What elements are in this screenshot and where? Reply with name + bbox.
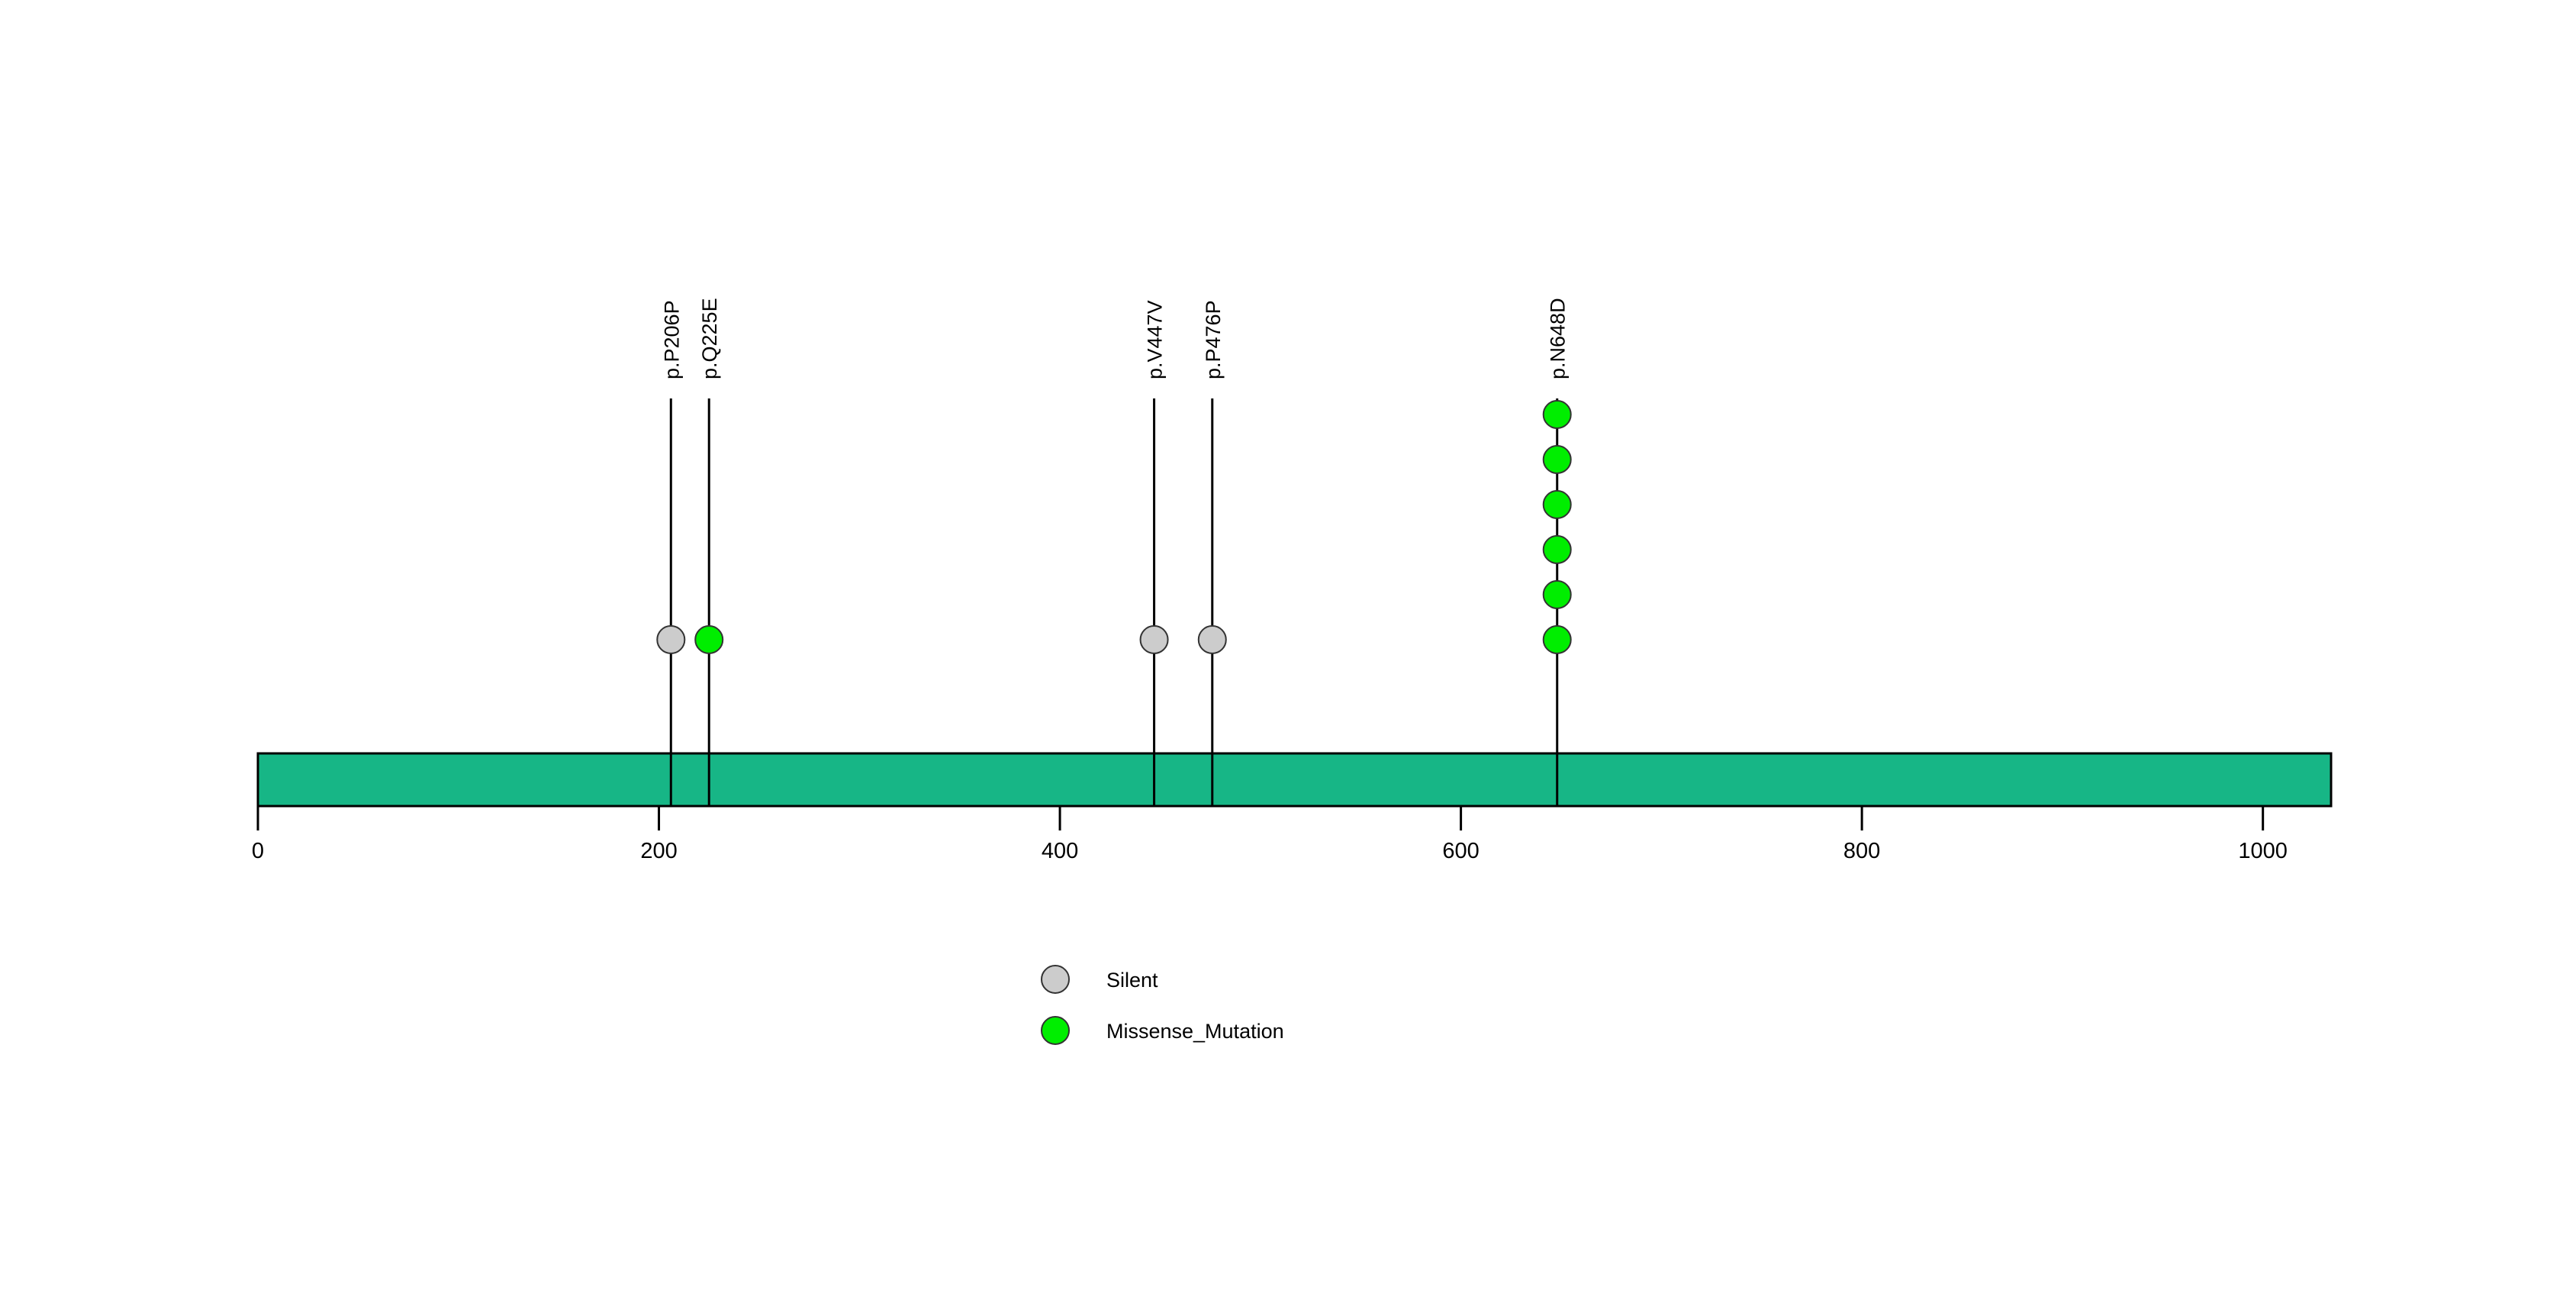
axis-tick-label: 400 <box>1042 839 1078 863</box>
axis-tick-label: 1000 <box>2238 839 2288 863</box>
mutation-label: p.Q225E <box>698 298 721 379</box>
mutation-lollipop[interactable]: p.Q225E <box>694 298 724 806</box>
axis-tick-label: 600 <box>1442 839 1479 863</box>
mutation-lollipop[interactable]: p.P206P <box>656 300 686 806</box>
protein-backbone <box>256 752 2333 808</box>
mutation-marker[interactable] <box>1542 445 1572 474</box>
mutation-label: p.N648D <box>1547 298 1570 379</box>
mutation-marker[interactable] <box>1542 580 1572 609</box>
protein-bar <box>256 752 2333 808</box>
legend-label: Missense_Mutation <box>1106 1020 1284 1043</box>
axis-tick-label: 200 <box>640 839 677 863</box>
mutation-marker[interactable] <box>1542 400 1572 429</box>
mutation-lollipop[interactable]: p.P476P <box>1197 300 1227 806</box>
axis-tick-label: 0 <box>252 839 264 863</box>
legend-swatch <box>1041 1016 1070 1045</box>
mutation-marker[interactable] <box>1197 625 1227 654</box>
axis-tick-label: 800 <box>1843 839 1880 863</box>
mutation-label: p.P206P <box>660 300 683 379</box>
legend-item[interactable]: Missense_Mutation <box>1041 1016 1284 1045</box>
mutation-marker[interactable] <box>694 625 724 654</box>
legend-label: Silent <box>1106 969 1158 992</box>
mutation-marker[interactable] <box>1542 490 1572 519</box>
mutation-label: p.V447V <box>1144 300 1167 379</box>
mutation-marker[interactable] <box>1139 625 1169 654</box>
mutation-marker[interactable] <box>656 625 686 654</box>
mutation-lollipops: p.P206P p.Q225E p.V447V p.P476P p.N648D <box>656 298 1572 806</box>
mutation-label: p.P476P <box>1202 300 1225 379</box>
mutation-lollipop[interactable]: p.V447V <box>1139 300 1169 806</box>
mutation-marker[interactable] <box>1542 535 1572 564</box>
mutation-lollipop[interactable]: p.N648D <box>1542 298 1572 806</box>
legend-item[interactable]: Silent <box>1041 965 1158 994</box>
mutation-marker[interactable] <box>1542 625 1572 654</box>
x-axis: 0 200 400 600 800 1000 <box>252 806 2288 863</box>
legend-swatch <box>1041 965 1070 994</box>
